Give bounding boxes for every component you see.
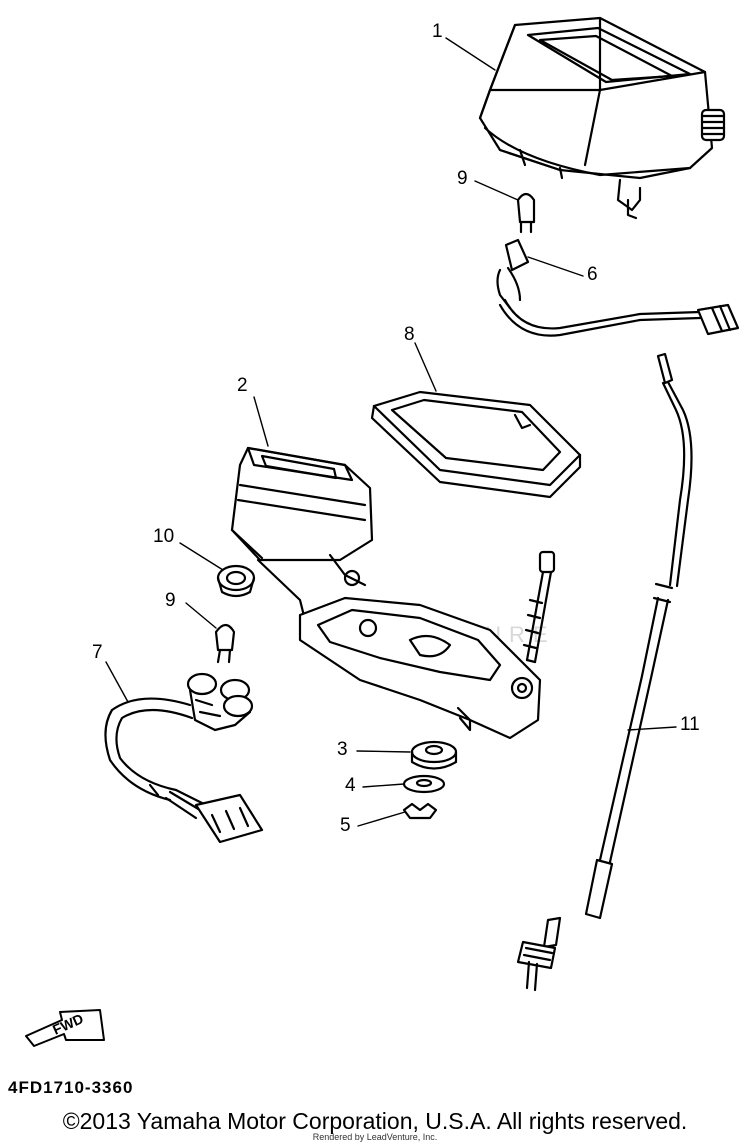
leader-lines — [105, 37, 677, 827]
speedometer-cable-part — [516, 352, 693, 992]
bulb-lower-part — [214, 623, 236, 664]
callout-3: 3 — [337, 739, 348, 760]
callout-9-upper: 9 — [457, 168, 468, 189]
meter-assembly-part — [230, 446, 542, 740]
gasket-part — [370, 390, 582, 499]
bolt-part — [522, 550, 556, 664]
callout-7: 7 — [92, 642, 103, 663]
callout-10: 10 — [153, 526, 175, 547]
callout-4: 4 — [345, 775, 356, 796]
callout-5: 5 — [340, 815, 351, 836]
callout-9-lower: 9 — [165, 590, 176, 611]
clip-part — [402, 802, 438, 820]
callout-2: 2 — [237, 375, 248, 396]
callout-6: 6 — [587, 264, 598, 285]
rendered-by-note: Rendered by LeadVenture, Inc. — [312, 1132, 438, 1142]
leader-line-6 — [527, 256, 584, 277]
leader-line-7 — [105, 661, 129, 703]
leader-line-5 — [357, 811, 406, 827]
leader-line-11 — [627, 726, 677, 731]
washer-part — [402, 774, 446, 794]
leader-line-3 — [356, 750, 411, 753]
leader-line-9-lower — [185, 602, 217, 629]
leader-line-8 — [414, 342, 437, 392]
leader-line-9-upper — [474, 180, 519, 201]
damper-part — [410, 740, 458, 770]
forward-arrow-icon — [25, 1009, 105, 1047]
meter-housing-part — [478, 16, 726, 220]
leader-line-1 — [445, 37, 496, 71]
socket-cord-lower-part — [104, 672, 264, 844]
socket-cord-upper-part — [496, 238, 740, 337]
leader-line-2 — [253, 396, 269, 447]
leader-line-4 — [362, 783, 405, 788]
callout-1: 1 — [432, 21, 443, 42]
grommet-part — [216, 564, 256, 598]
diagram-code: 4FD1710-3360 — [8, 1078, 134, 1097]
callout-8: 8 — [404, 324, 415, 345]
bulb-upper-part — [516, 192, 536, 234]
leader-line-10 — [179, 542, 224, 571]
callout-11: 11 — [680, 714, 700, 735]
copyright-notice: ©2013 Yamaha Motor Corporation, U.S.A. A… — [62, 1108, 688, 1134]
